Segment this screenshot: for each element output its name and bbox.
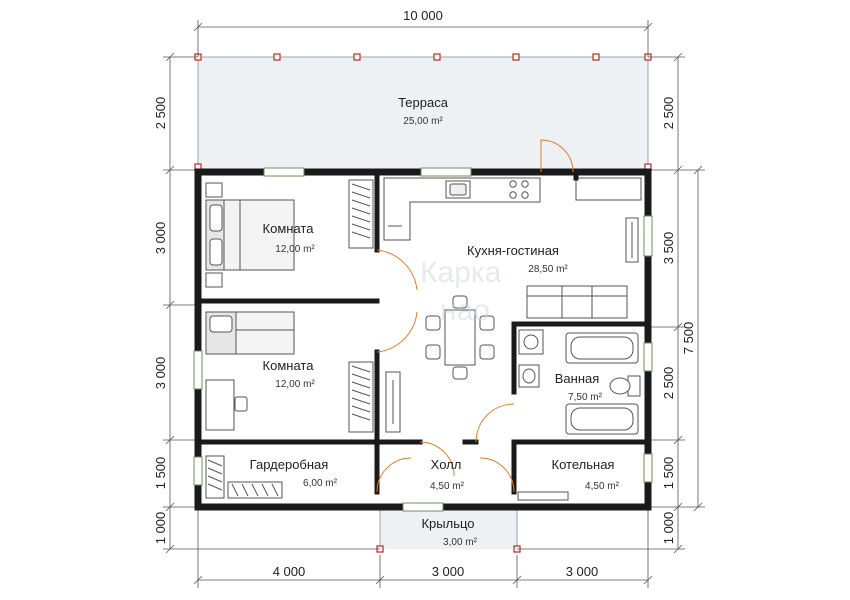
dim-right-1: 2 500 (661, 97, 676, 130)
room-labels: Терраса 25,00 m² Комната 12,00 m² Комнат… (250, 95, 620, 548)
window (263, 167, 305, 177)
window (643, 342, 653, 372)
dim-right-3: 2 500 (661, 367, 676, 400)
window (643, 453, 653, 483)
kitchen-counter (383, 177, 541, 241)
dim-top-total: 10 000 (403, 8, 443, 23)
tv (625, 217, 639, 263)
toilet (609, 375, 641, 397)
nightstand (205, 182, 223, 198)
washing-machine (518, 329, 544, 355)
bath-door (475, 403, 515, 443)
boiler-unit (517, 491, 569, 501)
nightstand (205, 272, 223, 288)
terrace-area (194, 53, 652, 171)
wardrobe-name: Гардеробная (250, 457, 329, 472)
room2-name: Комната (263, 358, 315, 373)
wardrobe-room2 (348, 361, 374, 433)
wardrobe-door (376, 457, 412, 493)
dining-table (425, 295, 495, 380)
boiler-door (479, 457, 515, 493)
dim-left-3: 3 000 (153, 357, 168, 390)
fridge-cabinet (575, 177, 642, 201)
room2-area: 12,00 m² (275, 379, 315, 390)
boiler-name: Котельная (552, 457, 615, 472)
dim-bottom-1: 4 000 (273, 564, 306, 579)
wardrobe-area: 6,00 m² (303, 478, 338, 489)
desk-room2 (205, 379, 248, 431)
terrace-name: Терраса (398, 95, 449, 110)
dim-right-total: 7 500 (681, 322, 696, 355)
room1-door (376, 249, 418, 291)
room2-door (376, 311, 418, 353)
porch-floor (380, 507, 517, 549)
window (193, 456, 203, 486)
dim-bottom-3: 3 000 (566, 564, 599, 579)
sofa (526, 285, 628, 319)
kitchen-name: Кухня-гостиная (467, 243, 559, 258)
doors (376, 139, 574, 493)
window (402, 502, 444, 512)
bath-name: Ванная (555, 371, 600, 386)
sink (518, 364, 540, 388)
dim-right-5: 1 000 (661, 512, 676, 545)
room1-name: Комната (263, 221, 315, 236)
wardrobe-room1 (348, 179, 374, 249)
windows (193, 167, 653, 512)
dim-left-5: 1 000 (153, 512, 168, 545)
dim-left-4: 1 500 (153, 457, 168, 490)
porch-name: Крыльцо (421, 516, 474, 531)
boiler-area: 4,50 m² (585, 481, 620, 492)
terrace-door (540, 139, 574, 173)
hall-area: 4,50 m² (430, 481, 465, 492)
dim-left-2: 3 000 (153, 222, 168, 255)
bath-area: 7,50 m² (568, 392, 603, 403)
window (193, 350, 203, 390)
bed-room2 (205, 311, 295, 355)
porch-area-label: 3,00 m² (443, 537, 478, 548)
wardrobe-shelves (205, 455, 283, 499)
window (420, 167, 472, 177)
dim-bottom-2: 3 000 (432, 564, 465, 579)
kitchen-area: 28,50 m² (528, 264, 568, 275)
dim-right-2: 3 500 (661, 232, 676, 265)
dim-left-1: 2 500 (153, 97, 168, 130)
dim-right-4: 1 500 (661, 457, 676, 490)
furniture (205, 177, 642, 501)
bathtub (565, 332, 639, 364)
shower-tray (565, 403, 639, 435)
watermark-line1: Карка (420, 256, 502, 289)
porch-area (376, 507, 521, 553)
terrace-area-label: 25,00 m² (403, 116, 443, 127)
terrace-floor (198, 57, 648, 170)
bed-room1 (205, 199, 295, 271)
window (643, 215, 653, 257)
dimension-lines (163, 20, 705, 588)
watermark-line2: нао (440, 294, 490, 327)
room1-area: 12,00 m² (275, 244, 315, 255)
hall-door (419, 441, 455, 477)
watermark: Карка нао (420, 256, 502, 327)
hall-name: Холл (431, 457, 462, 472)
